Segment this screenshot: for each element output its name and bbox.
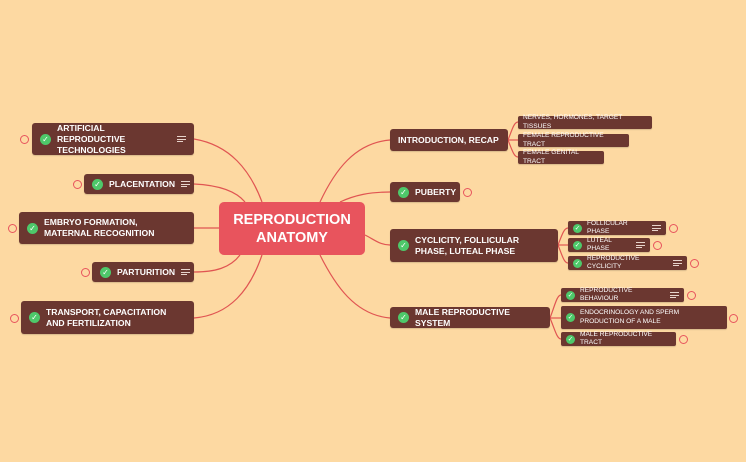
connector: [193, 254, 263, 319]
connector: [193, 138, 263, 203]
check-circle-icon: ✓: [398, 186, 409, 198]
topic-label: PUBERTY: [415, 186, 457, 197]
connector: [557, 244, 569, 264]
notes-lines-icon[interactable]: [177, 136, 186, 142]
check-circle-icon: ✓: [566, 313, 575, 322]
subtopic-reproductive-cyclicity[interactable]: ✓ REPRODUCTIVE CYCLICITY: [568, 254, 687, 271]
check-circle-icon: ✓: [566, 290, 575, 300]
connector: [549, 317, 562, 340]
subtopic-label: NERVES, HORMONES, TARGET TISSUES: [523, 114, 623, 130]
central-topic[interactable]: REPRODUCTION ANATOMY: [219, 202, 365, 255]
counter-badge-icon: [8, 224, 17, 233]
subtopic-endocrinology-sperm[interactable]: ✓ ENDOCRINOLOGY AND SPERM PRODUCTION OF …: [561, 306, 727, 329]
connector: [193, 254, 241, 273]
topic-parturition[interactable]: ✓ PARTURITION: [92, 262, 194, 282]
notes-lines-icon[interactable]: [181, 269, 191, 275]
topic-puberty[interactable]: ✓ PUBERTY: [390, 182, 460, 202]
connector: [193, 183, 246, 203]
check-circle-icon: ✓: [573, 258, 582, 268]
topic-transport-capacitation[interactable]: ✓ TRANSPORT, CAPACITATION AND FERTILIZAT…: [21, 301, 194, 334]
subtopic-label: ENDOCRINOLOGY AND SPERM PRODUCTION OF A …: [580, 309, 680, 325]
subtopic-label: REPRODUCTIVE BEHAVIOUR: [580, 286, 633, 303]
check-circle-icon: ✓: [398, 312, 409, 323]
subtopic-label: FOLLICULAR PHASE: [587, 219, 628, 236]
subtopic-label: FEMALE REPRODUCTIVE TRACT: [523, 132, 604, 148]
counter-badge-icon: [10, 314, 19, 323]
counter-badge-icon: [20, 135, 29, 144]
check-circle-icon: ✓: [40, 133, 51, 145]
connector: [319, 139, 391, 203]
topic-placentation[interactable]: ✓ PLACENTATION: [84, 174, 194, 194]
check-circle-icon: ✓: [100, 266, 111, 278]
connector: [507, 139, 519, 158]
subtopic-follicular-phase[interactable]: ✓ FOLLICULAR PHASE: [568, 219, 666, 236]
topic-label: ARTIFICIAL REPRODUCTIVE TECHNOLOGIES: [57, 122, 126, 155]
counter-badge-icon: [669, 224, 678, 233]
subtopic-label: FEMALE GENITAL TRACT: [523, 149, 579, 165]
counter-badge-icon: [81, 268, 90, 277]
counter-badge-icon: [653, 241, 662, 250]
topic-cyclicity[interactable]: ✓ CYCLICITY, FOLLICULAR PHASE, LUTEAL PH…: [390, 229, 558, 262]
notes-lines-icon[interactable]: [636, 242, 645, 248]
topic-label: INTRODUCTION, RECAP: [398, 134, 499, 145]
connector: [549, 294, 562, 319]
counter-badge-icon: [690, 259, 699, 268]
check-circle-icon: ✓: [573, 223, 582, 233]
topic-male-reproductive-system[interactable]: ✓ MALE REPRODUCTIVE SYSTEM: [390, 307, 550, 328]
check-circle-icon: ✓: [27, 222, 38, 234]
check-circle-icon: ✓: [573, 240, 582, 250]
subtopic-reproductive-behaviour[interactable]: ✓ REPRODUCTIVE BEHAVIOUR: [561, 286, 684, 303]
central-topic-line-1: REPRODUCTION: [233, 211, 351, 228]
counter-badge-icon: [687, 291, 696, 300]
subtopic-nerves-hormones[interactable]: NERVES, HORMONES, TARGET TISSUES: [518, 114, 652, 130]
subtopic-female-reproductive-tract[interactable]: FEMALE REPRODUCTIVE TRACT: [518, 132, 629, 148]
topic-label: PARTURITION: [117, 266, 176, 277]
topic-introduction-recap[interactable]: INTRODUCTION, RECAP: [390, 129, 508, 151]
connector: [319, 254, 391, 319]
notes-lines-icon[interactable]: [673, 260, 682, 266]
connector: [507, 121, 519, 141]
topic-label: TRANSPORT, CAPACITATION AND FERTILIZATIO…: [46, 306, 167, 328]
counter-badge-icon: [73, 180, 82, 189]
topic-artificial-reproductive[interactable]: ✓ ARTIFICIAL REPRODUCTIVE TECHNOLOGIES: [32, 123, 194, 155]
notes-lines-icon[interactable]: [670, 292, 679, 298]
counter-badge-icon: [729, 314, 738, 323]
subtopic-label: MALE REPRODUCTIVE TRACT: [580, 330, 653, 347]
subtopic-label: LUTEAL PHASE: [587, 236, 612, 253]
counter-badge-icon: [463, 188, 472, 197]
topic-label: EMBRYO FORMATION, MATERNAL RECOGNITION: [44, 217, 155, 238]
subtopic-male-reproductive-tract[interactable]: ✓ MALE REPRODUCTIVE TRACT: [561, 330, 676, 347]
topic-label: MALE REPRODUCTIVE SYSTEM: [415, 306, 511, 328]
subtopic-luteal-phase[interactable]: ✓ LUTEAL PHASE: [568, 236, 650, 253]
connector: [339, 191, 391, 203]
notes-lines-icon[interactable]: [652, 225, 661, 231]
check-circle-icon: ✓: [566, 334, 575, 344]
notes-lines-icon[interactable]: [181, 181, 191, 187]
topic-label: PLACENTATION: [109, 178, 176, 189]
connector: [364, 234, 391, 246]
subtopic-label: REPRODUCTIVE CYCLICITY: [587, 254, 640, 271]
check-circle-icon: ✓: [92, 178, 103, 190]
counter-badge-icon: [679, 335, 688, 344]
subtopic-female-genital-tract[interactable]: FEMALE GENITAL TRACT: [518, 149, 604, 165]
check-circle-icon: ✓: [398, 240, 409, 251]
topic-embryo-formation[interactable]: ✓ EMBRYO FORMATION, MATERNAL RECOGNITION: [19, 212, 194, 244]
connector: [557, 227, 569, 246]
check-circle-icon: ✓: [29, 312, 40, 323]
topic-label: CYCLICITY, FOLLICULAR PHASE, LUTEAL PHAS…: [415, 234, 520, 256]
central-topic-line-2: ANATOMY: [256, 229, 328, 246]
